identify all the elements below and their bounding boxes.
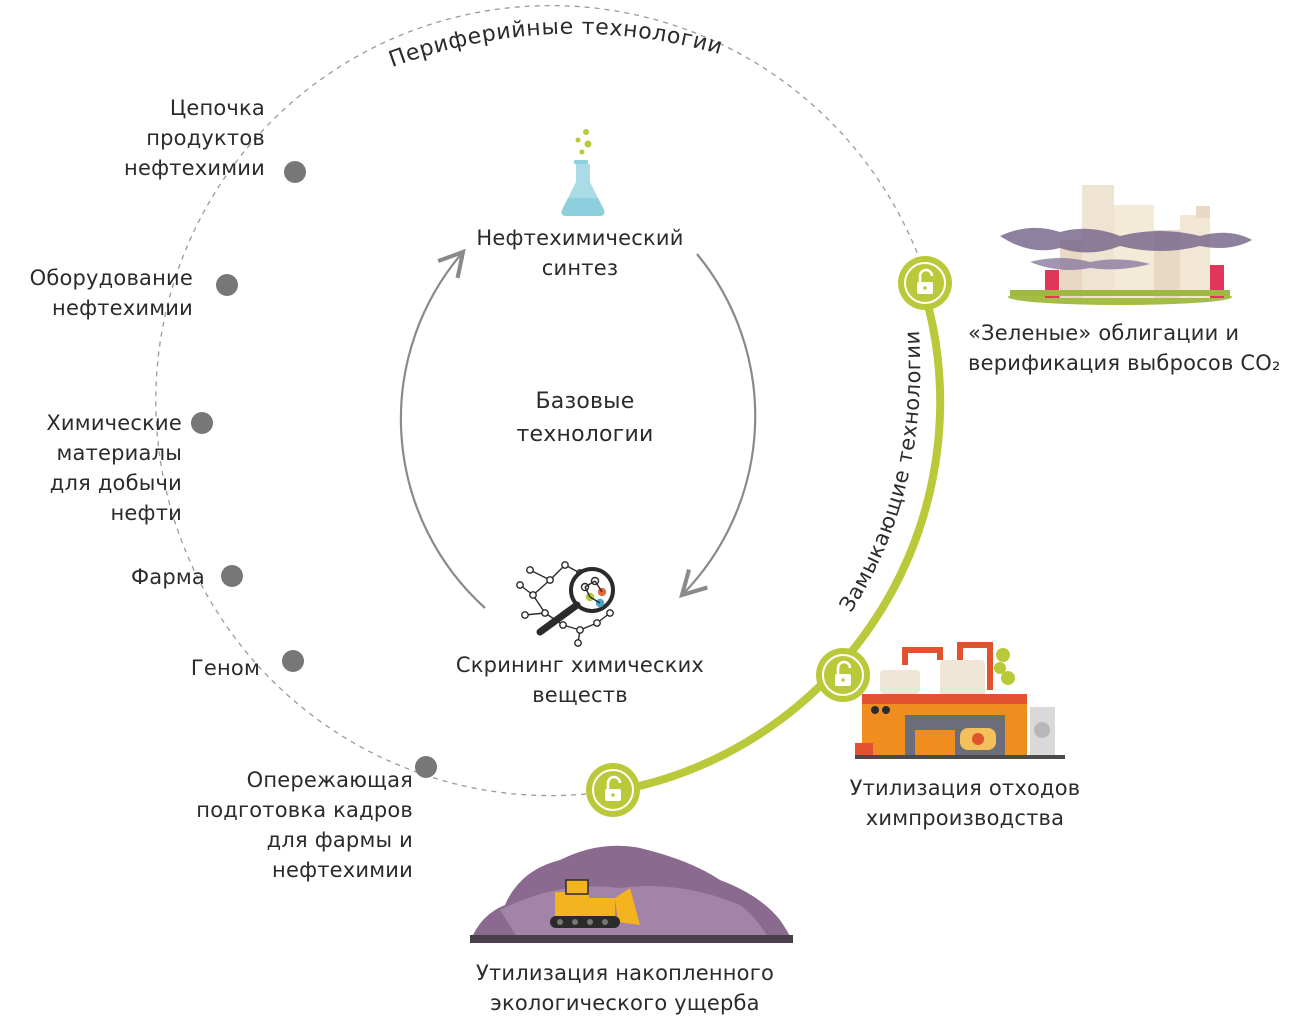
cycle-arrow-right (679, 253, 757, 599)
center-label: Базовые технологии (516, 389, 654, 447)
peripheral-label: Цепочка продуктов нефтехимии (124, 96, 265, 180)
peripheral-label: Оборудование нефтехимии (29, 266, 193, 320)
peripheral-dot (282, 650, 304, 672)
unlock-icon (586, 763, 640, 817)
peripheral-label: Опережающая подготовка кадров для фармы … (196, 768, 413, 882)
city-smog-icon (1000, 185, 1252, 305)
unlock-icon (816, 648, 870, 702)
peripheral-dashed-circle (155, 4, 919, 797)
synthesis-label: Нефтехимический синтез (476, 226, 684, 280)
chemical-plant-icon (855, 642, 1065, 759)
flask-icon (561, 129, 605, 216)
closing-arc-label: Замыкающие технологии (835, 330, 926, 616)
screening-label: Скрининг химических веществ (455, 653, 705, 707)
magnifier-molecule-icon (516, 561, 615, 647)
closing-green-arc (606, 280, 945, 796)
peripheral-dot (221, 565, 243, 587)
peripheral-label: Геном (190, 656, 260, 680)
bulldozer-waste-icon (470, 845, 793, 943)
peripheral-label: Химические материалы для добычи нефти (46, 411, 182, 525)
peripheral-label: Фарма (131, 565, 205, 589)
outer-arc-label: Периферийные технологии (386, 15, 726, 73)
closing-label: «Зеленые» облигации и верификация выброс… (968, 321, 1281, 375)
peripheral-dot (191, 412, 213, 434)
unlock-icon (898, 256, 952, 310)
peripheral-dot (216, 274, 238, 296)
closing-label: Утилизация накопленного экологического у… (475, 961, 775, 1015)
peripheral-dot (284, 161, 306, 183)
peripheral-dot (415, 756, 437, 778)
closing-label: Утилизация отходов химпроизводства (849, 776, 1081, 830)
cycle-arrow-left (399, 248, 486, 609)
